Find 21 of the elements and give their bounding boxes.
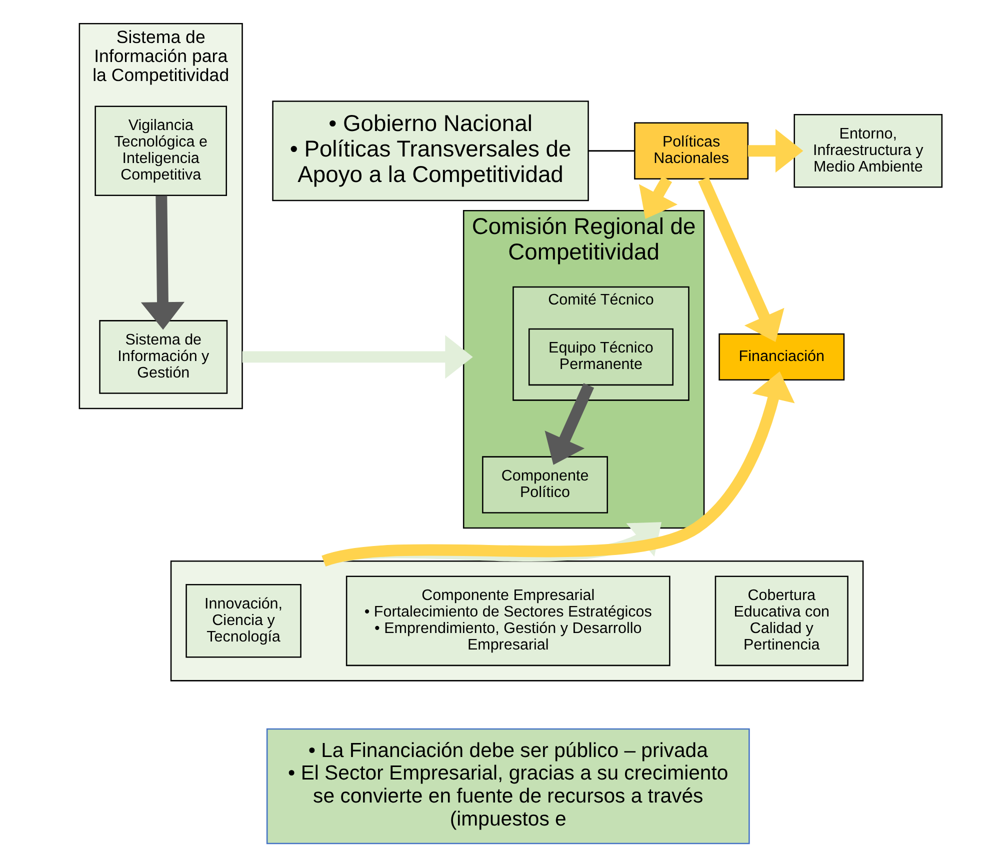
node-box: Equipo Técnico Permanente <box>528 328 674 386</box>
node-box: Entorno, Infraestructura y Medio Ambiente <box>794 114 943 188</box>
node-box: Sistema de Información y Gestión <box>99 320 228 394</box>
cluster <box>170 560 864 682</box>
arrow <box>748 129 804 173</box>
node-box: • Gobierno Nacional • Políticas Transversales de Apoyo a la Competitividad <box>272 100 589 202</box>
node-box: Vigilancia Tecnológica e Inteligencia Competitiva <box>94 106 227 196</box>
node-box: Cobertura Educativa con Calidad y Pertinencia <box>714 576 848 666</box>
node-box: Financiación <box>718 333 845 380</box>
node-box: Políticas Nacionales <box>634 122 749 180</box>
connector <box>588 150 635 152</box>
node-box: Componente Político <box>482 456 608 514</box>
arrow <box>638 176 678 219</box>
arrow <box>140 196 185 330</box>
node-box: • La Financiación debe ser público – privada • El Sector Empresarial, gracias a su crecimiento se convierte en fuente de recursos a través (impuestos e <box>266 728 750 844</box>
arrow <box>698 176 784 342</box>
arrow <box>322 371 795 567</box>
node-box: Innovación, Ciencia y Tecnología <box>186 584 302 658</box>
node-box: Componente Empresarial • Fortalecimiento de Sectores Estratégicos • Emprendimiento, Gestión y Desarrollo Empresarial <box>346 576 670 666</box>
arrow <box>242 335 473 379</box>
arrow <box>544 383 594 465</box>
